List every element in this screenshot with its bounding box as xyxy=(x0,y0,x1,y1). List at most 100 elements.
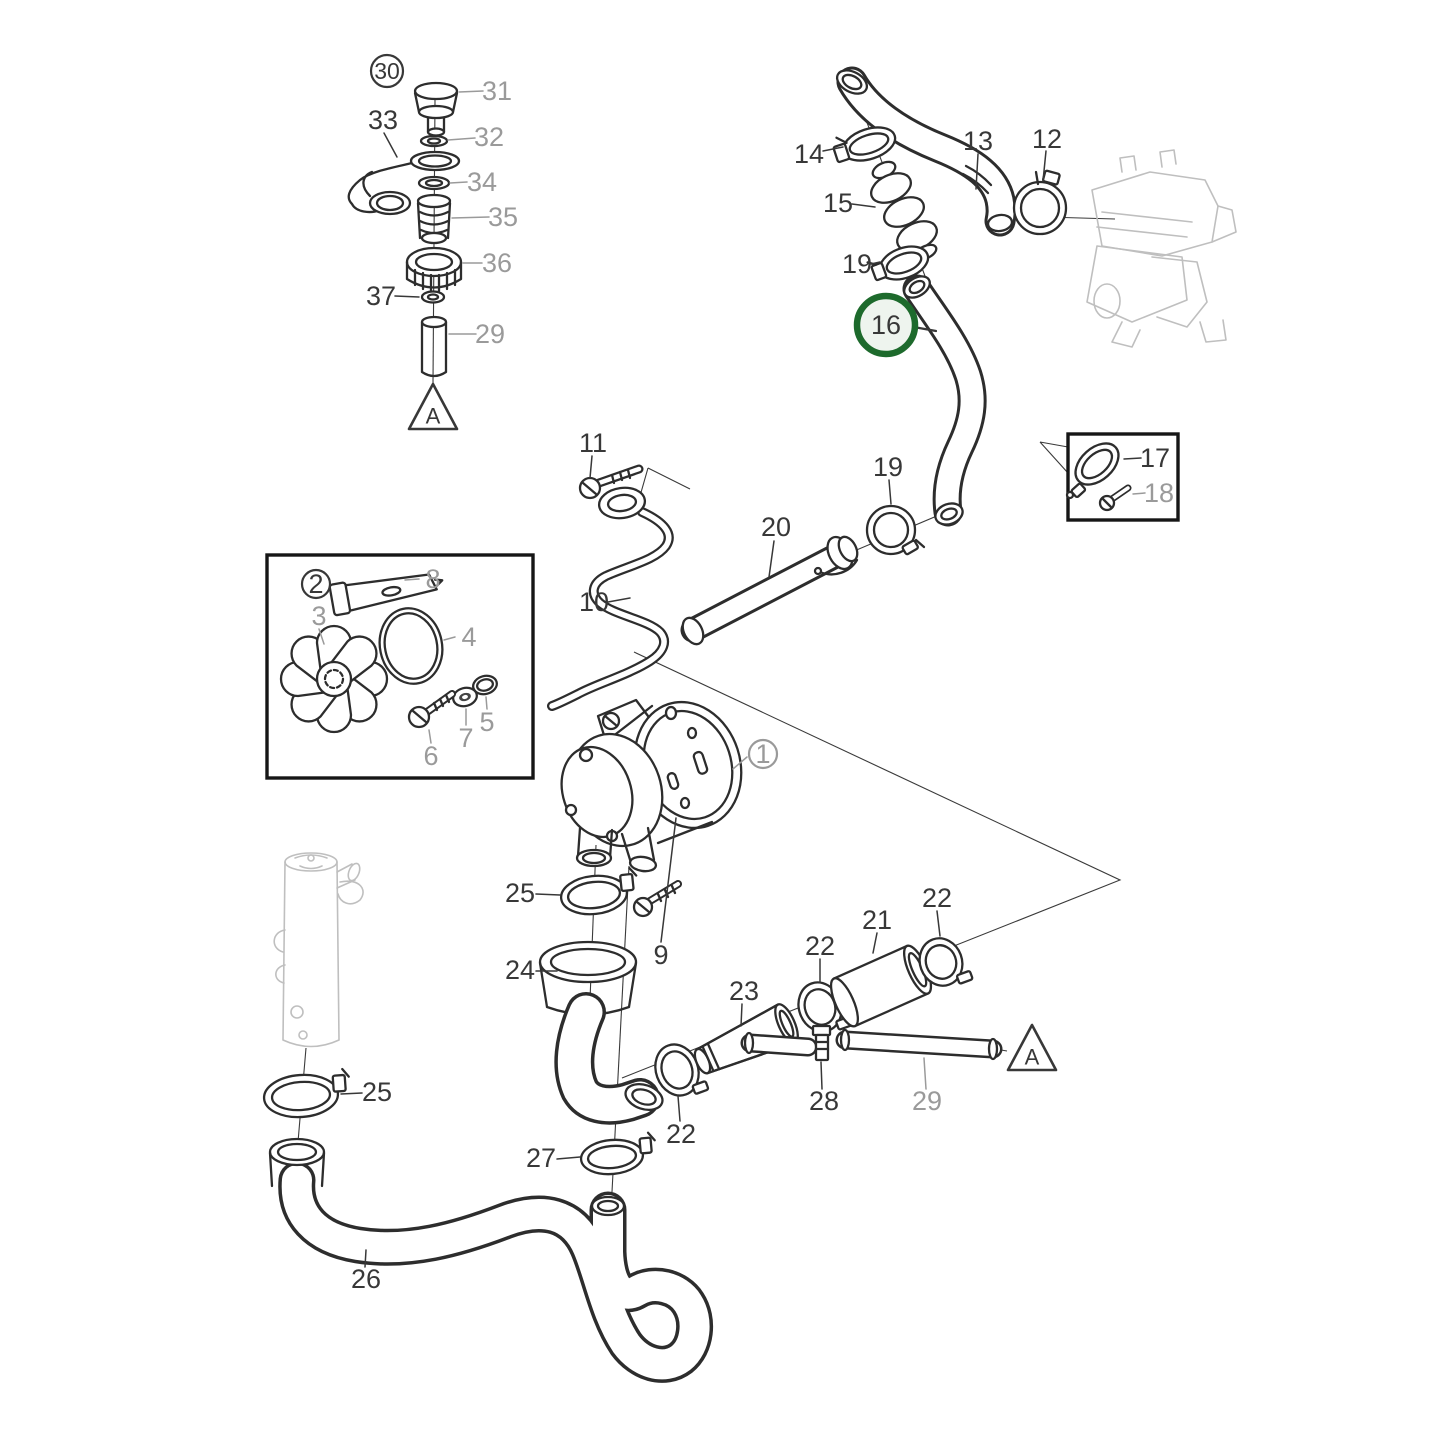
part-label-15: 15 xyxy=(823,188,876,218)
leader-line-15 xyxy=(851,203,876,208)
part-number-31: 31 xyxy=(482,76,512,106)
leader-line-33 xyxy=(383,132,398,158)
leader-line-34 xyxy=(449,181,468,184)
leader-line-20 xyxy=(768,540,775,578)
part-number-26: 26 xyxy=(351,1264,381,1294)
clamp-17-drawing xyxy=(1074,442,1120,486)
part-label-37: 37 xyxy=(366,281,420,311)
part-number-15: 15 xyxy=(823,188,853,218)
circle-marker-30 xyxy=(369,53,405,89)
part-label-32: 32 xyxy=(447,122,504,152)
part-number-29-b: 29 xyxy=(912,1086,942,1116)
part-label-23: 23 xyxy=(729,976,759,1027)
sleeve-21-drawing xyxy=(829,944,933,1028)
part-number-13: 13 xyxy=(963,126,993,156)
part-number-23: 23 xyxy=(729,976,759,1006)
fitting-assembly-30-drawing xyxy=(347,81,463,378)
part-label-8: 8 xyxy=(404,564,441,594)
part-label-16: 16 xyxy=(853,292,938,358)
leader-line-19-mid xyxy=(888,479,892,505)
part-number-30: 30 xyxy=(374,58,400,84)
leader-line-25-b xyxy=(340,1092,363,1095)
part-label-18: 18 xyxy=(1132,478,1174,508)
highlight-ring-16 xyxy=(853,292,919,358)
part-number-3: 3 xyxy=(311,601,326,631)
part-number-21: 21 xyxy=(862,905,892,935)
part-label-6: 6 xyxy=(423,729,439,771)
leader-line-4 xyxy=(443,636,456,641)
leader-line-17 xyxy=(1123,457,1142,460)
part-number-2: 2 xyxy=(308,569,323,599)
part-label-31: 31 xyxy=(458,76,512,106)
leader-line-18 xyxy=(1132,492,1146,495)
pipe-20-assembly-drawing xyxy=(680,504,926,646)
leader-line-12 xyxy=(1042,150,1047,182)
leader-line-5 xyxy=(485,696,488,710)
leader-line-27 xyxy=(556,1156,581,1160)
part-number-22-a: 22 xyxy=(922,883,952,913)
hose-chain-top-right-drawing xyxy=(832,66,1068,527)
part-label-13: 13 xyxy=(963,126,993,190)
part-number-1: 1 xyxy=(755,739,770,769)
part-number-17: 17 xyxy=(1140,443,1170,473)
part-number-36: 36 xyxy=(482,248,512,278)
bellows-15-drawing xyxy=(870,172,938,261)
leader-line-11 xyxy=(589,455,593,479)
part-number-8: 8 xyxy=(425,564,440,594)
part-label-20: 20 xyxy=(761,512,791,578)
clamp-12-drawing xyxy=(1012,169,1068,236)
part-label-34: 34 xyxy=(449,167,497,197)
part-label-26: 26 xyxy=(351,1249,381,1294)
part-label-25-b: 25 xyxy=(340,1077,392,1107)
leader-line-14 xyxy=(822,146,844,152)
leader-line-35 xyxy=(451,216,490,219)
leader-line-13 xyxy=(975,153,979,190)
part-label-7: 7 xyxy=(458,708,474,753)
part-label-11: 11 xyxy=(579,428,607,479)
part-number-35: 35 xyxy=(488,202,518,232)
leader-line-28 xyxy=(820,1061,823,1090)
part-number-34: 34 xyxy=(467,167,497,197)
part-label-3: 3 xyxy=(311,601,327,645)
part-label-2: 2 xyxy=(300,568,332,600)
part-label-19-mid: 19 xyxy=(873,452,903,505)
part-label-22-c: 22 xyxy=(666,1095,696,1149)
part-number-22-c: 22 xyxy=(666,1119,696,1149)
clamp-19-mid-drawing xyxy=(865,504,926,556)
view-marker-A-bottom: A xyxy=(1006,1023,1058,1072)
fitting-35 xyxy=(416,193,452,209)
clamp-22-a-drawing xyxy=(918,937,974,987)
part-label-35: 35 xyxy=(451,202,518,232)
engine-sketch-drawing xyxy=(1086,149,1237,348)
part-number-29-top: 29 xyxy=(475,319,505,349)
part-number-18: 18 xyxy=(1144,478,1174,508)
part-label-17: 17 xyxy=(1123,443,1170,473)
part-label-29-top: 29 xyxy=(448,319,505,349)
fitting-28-drawing xyxy=(811,1024,832,1062)
part-label-1: 1 xyxy=(732,738,779,770)
part-number-9: 9 xyxy=(653,940,668,970)
oil-cooler-sketch-drawing xyxy=(273,852,364,1048)
part-label-33: 33 xyxy=(368,105,398,158)
part-number-19-top: 19 xyxy=(842,249,872,279)
part-label-22-b: 22 xyxy=(805,931,835,983)
part-number-16: 16 xyxy=(871,310,901,340)
washer-32 xyxy=(419,134,449,148)
part-label-28: 28 xyxy=(809,1061,839,1116)
leader-line-1 xyxy=(732,756,748,770)
tube-29-top xyxy=(420,315,448,329)
clamp-25-top-drawing xyxy=(559,867,638,916)
hose-short-drawing xyxy=(740,1031,818,1057)
part-label-29-b: 29 xyxy=(912,1057,942,1116)
screw-6-drawing xyxy=(407,690,456,729)
pump-1-drawing xyxy=(560,698,743,918)
leader-line-26 xyxy=(364,1249,367,1268)
circle-marker-1 xyxy=(747,738,779,770)
o-ring-4-drawing xyxy=(378,607,444,685)
leader-line-22-c xyxy=(677,1095,681,1122)
leader-line-3 xyxy=(318,628,325,645)
part-number-37: 37 xyxy=(366,281,396,311)
part-number-10: 10 xyxy=(579,587,609,617)
